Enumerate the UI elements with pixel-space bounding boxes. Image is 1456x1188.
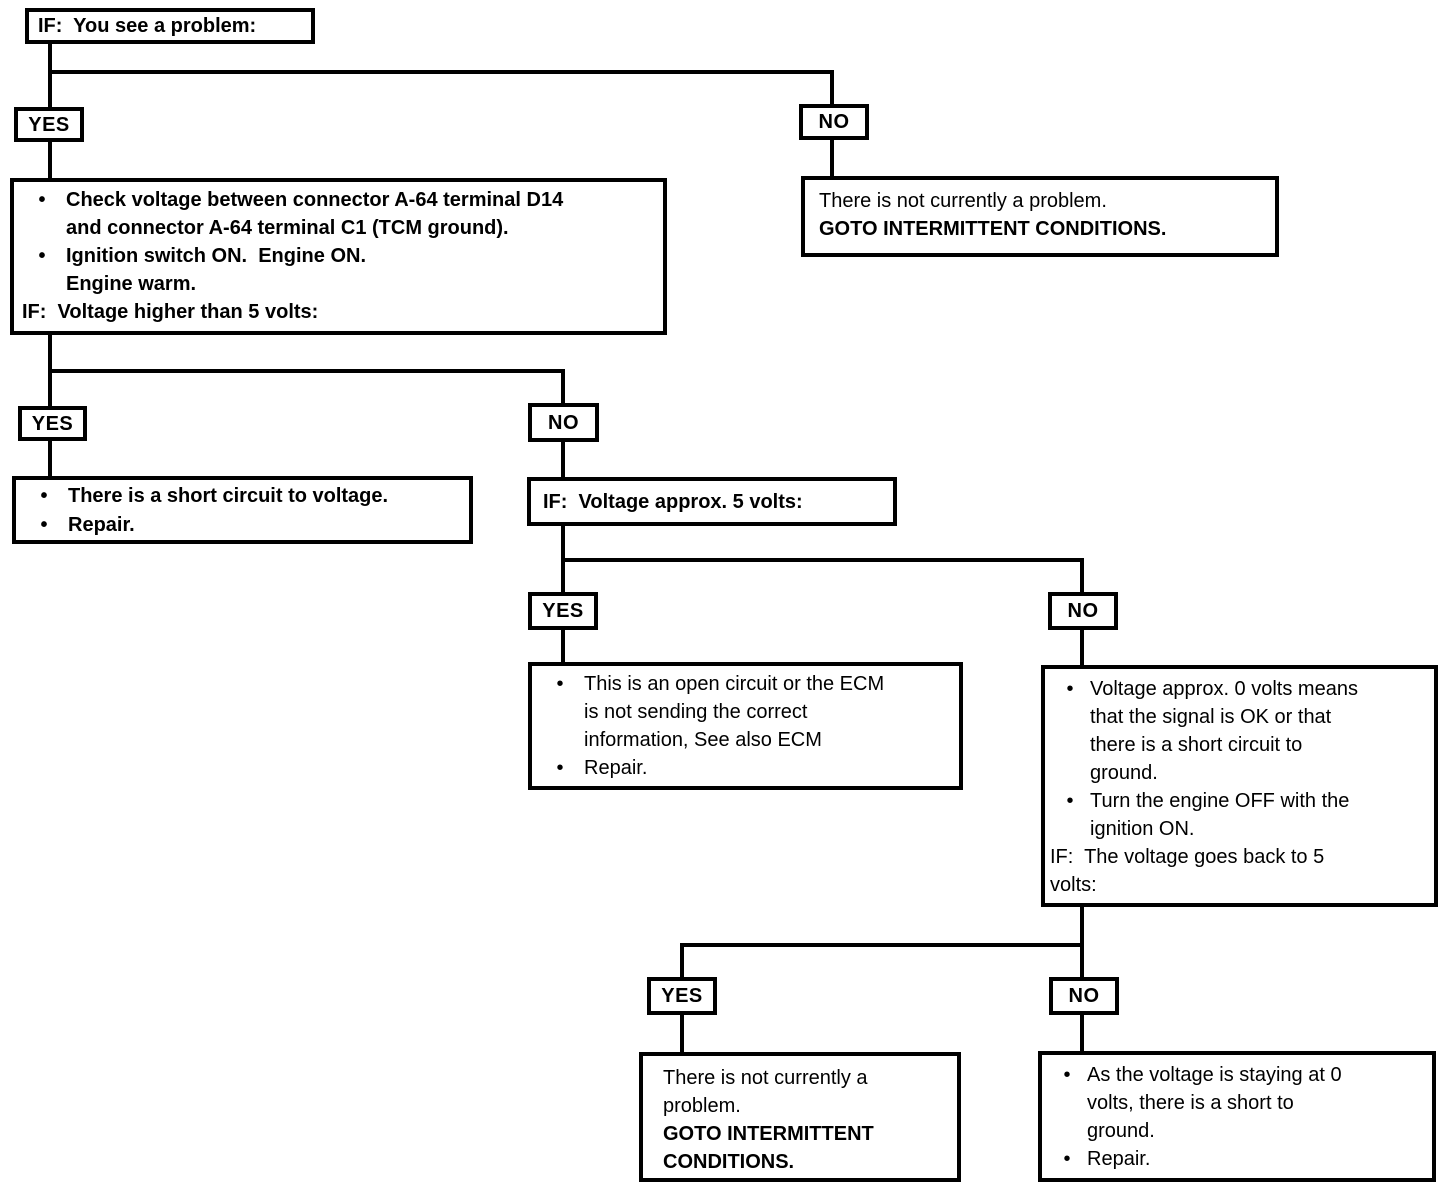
connector-no1-drop	[830, 70, 834, 105]
no-problem-bottom-goto2: CONDITIONS.	[663, 1151, 795, 1173]
no-label-2: NO	[528, 403, 599, 442]
bullet-icon: •	[1063, 1064, 1071, 1086]
open-circuit-bullet-2: • Repair.	[536, 754, 953, 782]
no-problem-bottom-line1: There is not currently a	[663, 1067, 868, 1089]
no-problem-top-line1: There is not currently a problem.	[819, 190, 1107, 212]
root-condition-text: IF: You see a problem:	[38, 15, 257, 37]
node-approx-0v: • Voltage approx. 0 volts means that the…	[1041, 665, 1438, 907]
bullet-icon: •	[556, 757, 564, 779]
if-approx-5v-text: IF: Voltage approx. 5 volts:	[543, 490, 803, 513]
bullet-icon: •	[1066, 790, 1074, 812]
node-check-voltage: • Check voltage between connector A-64 t…	[10, 178, 667, 335]
connector-yes4-drop	[680, 943, 684, 979]
connector-no3-to-result	[1080, 628, 1084, 667]
no-label-4: NO	[1049, 977, 1119, 1015]
connector-no2-to-if5v	[561, 440, 565, 479]
yes-label-1: YES	[14, 107, 84, 142]
no-label-1: NO	[799, 104, 869, 140]
check-voltage-if-line: IF: Voltage higher than 5 volts:	[22, 301, 319, 323]
short-to-voltage-bullet-2: • Repair.	[20, 511, 463, 540]
connector-no2-drop	[561, 369, 565, 405]
connector-yes4-to-result	[680, 1013, 684, 1054]
connector-branch1-horizontal	[48, 70, 834, 74]
bullet-icon: •	[556, 673, 564, 695]
yes-label-4: YES	[647, 977, 717, 1015]
node-open-circuit: • This is an open circuit or the ECM is …	[528, 662, 963, 790]
node-root-condition: IF: You see a problem:	[25, 8, 315, 44]
node-if-approx-5v: IF: Voltage approx. 5 volts:	[527, 477, 897, 526]
node-no-problem-top: There is not currently a problem. GOTO I…	[801, 176, 1279, 257]
connector-yes3-to-result	[561, 628, 565, 664]
yes-label-2: YES	[18, 406, 87, 441]
check-voltage-bullet-2: • Ignition switch ON. Engine ON. Engine …	[18, 242, 655, 298]
short-to-ground-bullet-2: • Repair.	[1047, 1145, 1428, 1173]
connector-branch3-horizontal	[561, 558, 1084, 562]
short-to-voltage-bullet-1: • There is a short circuit to voltage.	[20, 482, 463, 511]
bullet-icon: •	[1066, 678, 1074, 700]
no-problem-bottom-line2: problem.	[663, 1095, 741, 1117]
approx-0v-bullet-2: • Turn the engine OFF with the ignition …	[1050, 787, 1430, 843]
connector-0v-stem	[1080, 905, 1084, 979]
connector-no4-to-result	[1080, 1013, 1084, 1053]
no-problem-top-goto: GOTO INTERMITTENT CONDITIONS.	[819, 218, 1167, 240]
connector-yes1-to-check	[48, 141, 52, 180]
bullet-icon: •	[38, 189, 46, 211]
open-circuit-bullet-1: • This is an open circuit or the ECM is …	[536, 670, 953, 754]
connector-branch2-horizontal	[48, 369, 565, 373]
yes-label-3: YES	[528, 592, 598, 630]
bullet-icon: •	[38, 245, 46, 267]
no-label-3: NO	[1048, 592, 1118, 630]
node-short-to-voltage: • There is a short circuit to voltage. •…	[12, 476, 473, 544]
node-short-to-ground: • As the voltage is staying at 0 volts, …	[1038, 1051, 1436, 1182]
approx-0v-if-line1: IF: The voltage goes back to 5	[1050, 846, 1325, 868]
approx-0v-bullet-1: • Voltage approx. 0 volts means that the…	[1050, 675, 1430, 787]
connector-no1-to-result	[830, 139, 834, 178]
bullet-icon: •	[40, 514, 48, 536]
no-problem-bottom-goto1: GOTO INTERMITTENT	[663, 1123, 874, 1145]
connector-root-stem	[48, 44, 52, 108]
check-voltage-bullet-1: • Check voltage between connector A-64 t…	[18, 186, 655, 242]
bullet-icon: •	[1063, 1148, 1071, 1170]
connector-yes2-to-result	[48, 439, 52, 478]
connector-branch4-horizontal	[680, 943, 1084, 947]
node-no-problem-bottom: There is not currently a problem. GOTO I…	[639, 1052, 961, 1182]
bullet-icon: •	[40, 485, 48, 507]
short-to-ground-bullet-1: • As the voltage is staying at 0 volts, …	[1047, 1061, 1428, 1145]
approx-0v-if-line2: volts:	[1050, 874, 1097, 896]
connector-no3-drop	[1080, 558, 1084, 594]
